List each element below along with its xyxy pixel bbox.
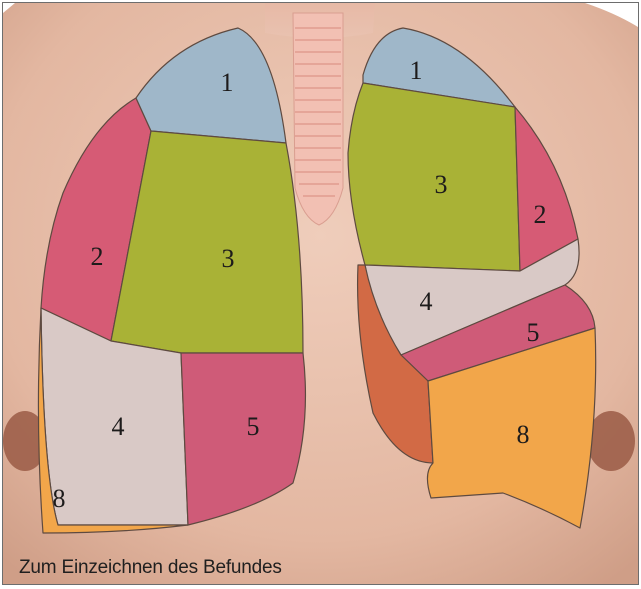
- torso-illustration: 1 2 3 4 5 8 1 2 3 4 5 8: [3, 3, 638, 584]
- right-lung-label-1: 1: [221, 68, 234, 97]
- left-lung-label-2: 2: [534, 200, 547, 229]
- left-lung-label-5: 5: [527, 318, 540, 347]
- right-lung-label-4: 4: [112, 412, 125, 441]
- left-lung-label-3: 3: [435, 170, 448, 199]
- right-lung-label-3: 3: [222, 244, 235, 273]
- trachea: [293, 13, 343, 225]
- caption: Zum Einzeichnen des Befundes: [19, 557, 282, 579]
- right-lung-label-2: 2: [91, 242, 104, 271]
- right-lung-label-8: 8: [53, 484, 66, 513]
- left-lung-label-1: 1: [410, 56, 423, 85]
- right-lung-label-5: 5: [247, 412, 260, 441]
- left-lung-label-4: 4: [420, 287, 433, 316]
- left-lung-label-8: 8: [517, 420, 530, 449]
